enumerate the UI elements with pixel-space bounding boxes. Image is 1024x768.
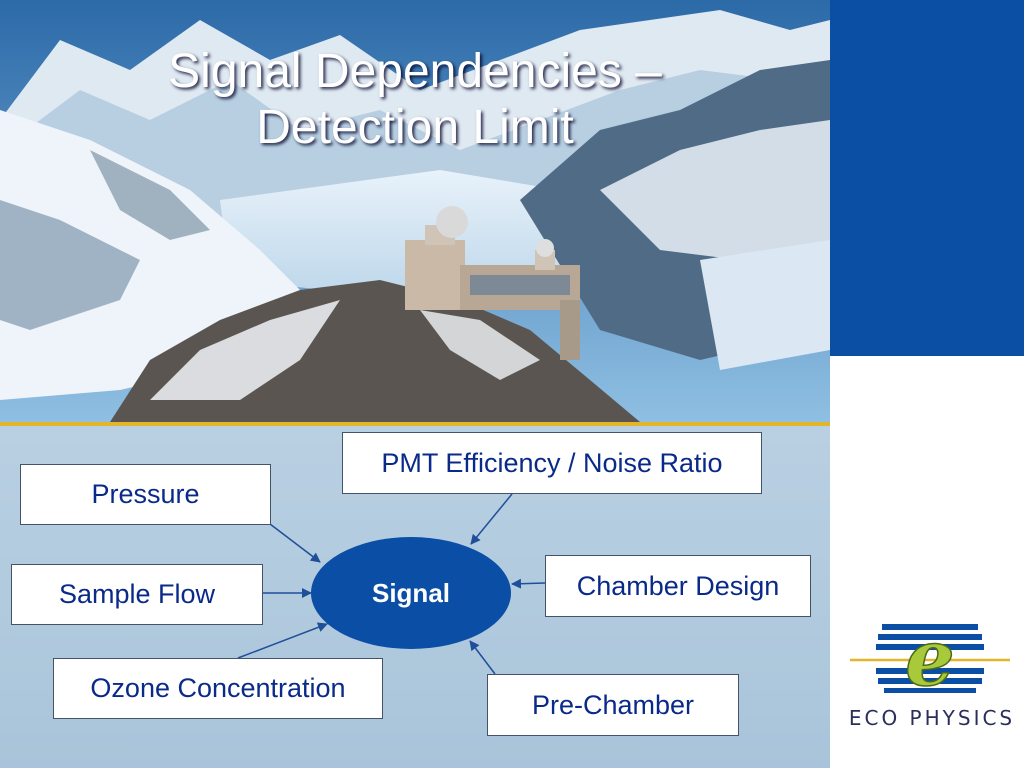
dependency-diagram: Pressure Sample Flow Ozone Concentration…	[0, 426, 830, 768]
brand-blue-panel	[830, 0, 1024, 356]
signal-node: Signal	[311, 537, 511, 649]
header-photo: Signal Dependencies – Detection Limit	[0, 0, 830, 422]
brand-name: ECO PHYSICS	[848, 706, 1016, 730]
eco-physics-e-logo-icon: e	[850, 618, 1010, 698]
factor-chamber-design: Chamber Design	[545, 555, 811, 617]
factor-pre-chamber: Pre-Chamber	[487, 674, 739, 736]
factor-pressure: Pressure	[20, 464, 271, 525]
slide-title-line-2: Detection Limit	[256, 101, 574, 154]
svg-text:e: e	[905, 618, 955, 698]
arrow-pressure	[269, 523, 321, 563]
arrow-pmt-efficiency	[470, 493, 513, 545]
arrow-pre-chamber	[469, 640, 496, 675]
arrow-ozone-concentration	[237, 622, 328, 659]
slide-title-line-1: Signal Dependencies –	[168, 45, 662, 98]
factor-pmt-efficiency: PMT Efficiency / Noise Ratio	[342, 432, 762, 494]
arrow-chamber-design	[511, 578, 546, 589]
slide-title: Signal Dependencies – Detection Limit	[40, 44, 790, 156]
brand-white-panel	[830, 356, 1024, 768]
factor-ozone-concentration: Ozone Concentration	[53, 658, 383, 719]
arrows-layer	[237, 493, 546, 675]
gold-divider	[0, 422, 830, 426]
mountain-landscape-image	[0, 0, 830, 422]
factor-sample-flow: Sample Flow	[11, 564, 263, 625]
